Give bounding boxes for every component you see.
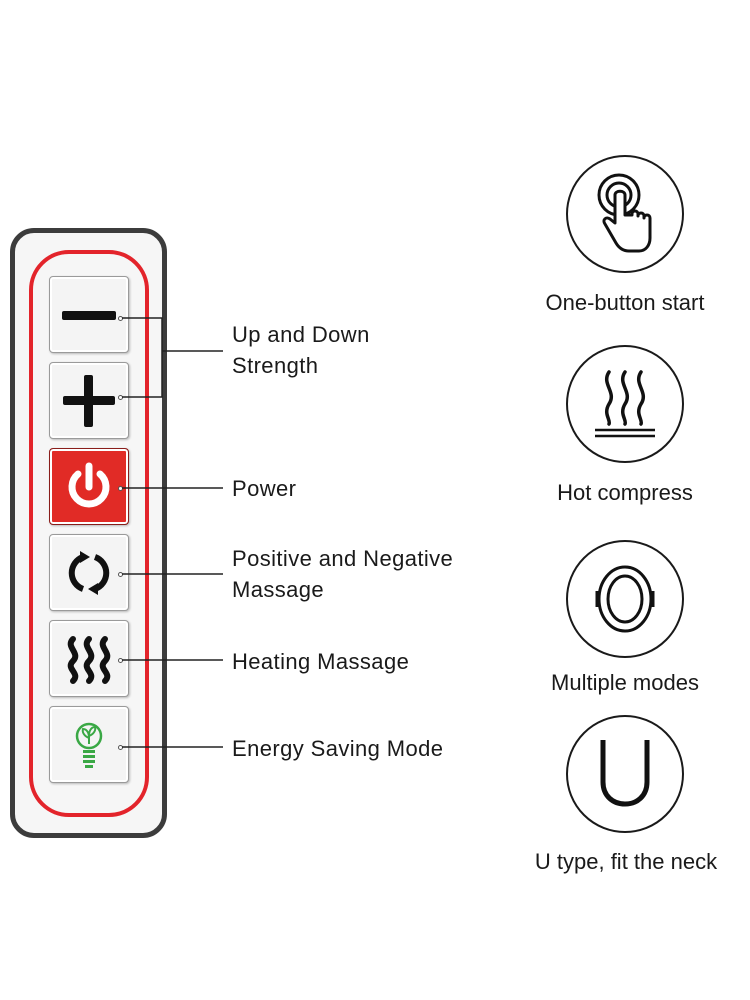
energy-saving-button[interactable] [49, 706, 129, 783]
heat-button[interactable] [49, 620, 129, 697]
touch-hand-icon [597, 173, 652, 253]
modes-ring-icon [595, 565, 655, 633]
rotate-arrows-icon [68, 550, 110, 595]
u-shape-icon [600, 740, 650, 807]
plus-button[interactable] [49, 362, 129, 439]
feature-hot-compress-circle [566, 345, 684, 463]
strength-label-line2: Strength [232, 353, 319, 378]
heating-label: Heating Massage [232, 649, 410, 674]
direction-label: Positive and Negative Massage [232, 543, 453, 605]
feature-u-type-circle [566, 715, 684, 833]
power-button[interactable] [49, 448, 129, 525]
minus-button[interactable] [49, 276, 129, 353]
feature-modes-circle [566, 540, 684, 658]
direction-label-line2: Massage [232, 577, 325, 602]
feature-one-button-circle [566, 155, 684, 273]
eco-bulb-icon [75, 722, 103, 768]
feature-modes-label: Multiple modes [551, 670, 699, 695]
feature-one-button-label: One-button start [545, 290, 705, 315]
remote-red-outline [29, 250, 149, 817]
minus-icon [62, 310, 116, 320]
heat-waves-icon [67, 635, 111, 684]
plus-icon [63, 374, 115, 427]
power-label: Power [232, 476, 297, 501]
energy-label: Energy Saving Mode [232, 736, 444, 761]
power-icon [68, 462, 110, 507]
strength-label: Up and Down Strength [232, 319, 370, 381]
hot-compress-icon [595, 370, 655, 438]
direction-button[interactable] [49, 534, 129, 611]
feature-hot-compress-label: Hot compress [557, 480, 693, 505]
strength-bracket-line [122, 317, 163, 398]
strength-label-line1: Up and Down [232, 322, 370, 347]
direction-label-line1: Positive and Negative [232, 546, 454, 571]
feature-u-type-label: U type, fit the neck [534, 849, 718, 874]
